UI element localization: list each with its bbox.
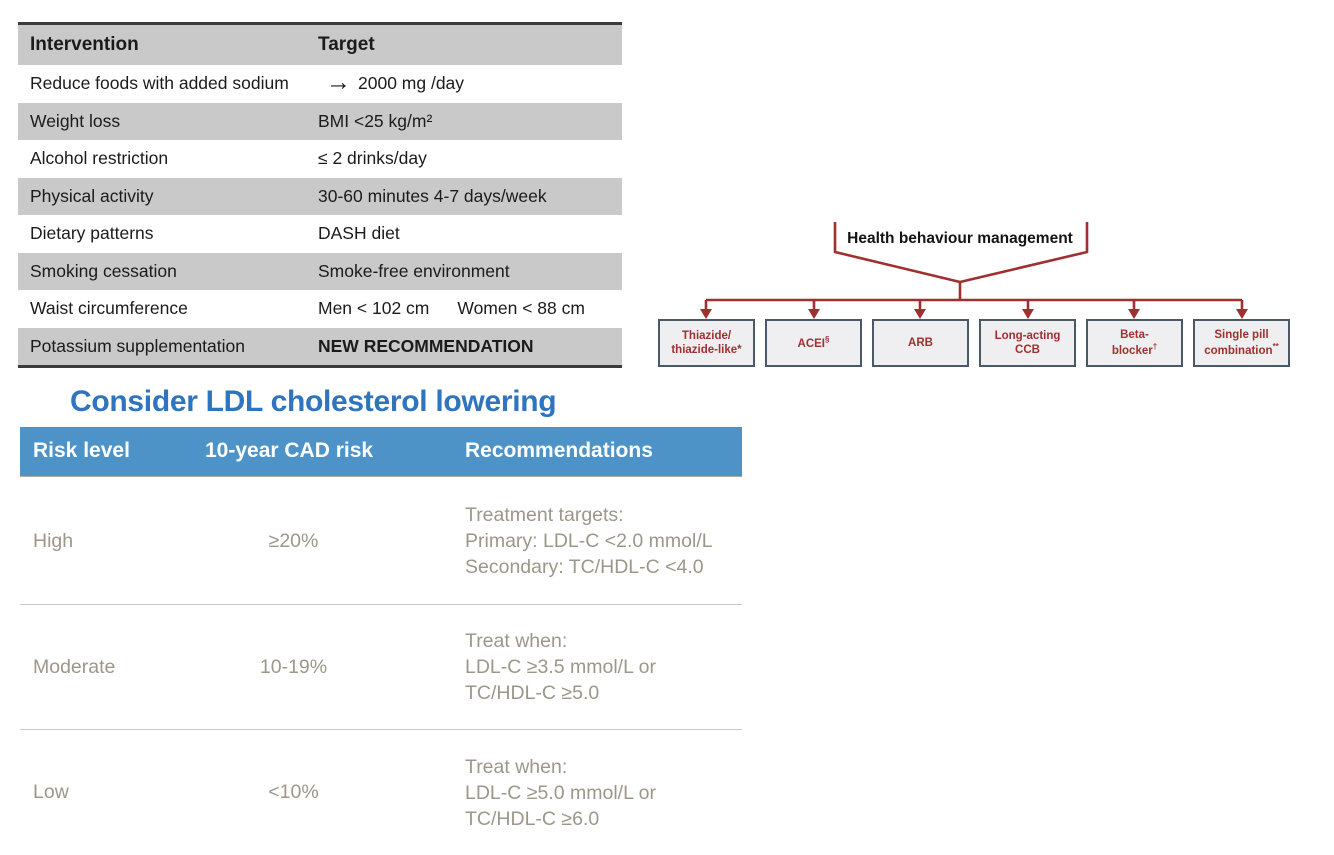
box-arb: ARB — [872, 319, 969, 367]
table-row-waist: Waist circumference Men < 102 cm Women <… — [18, 290, 622, 328]
recommendation-line: Treat when: — [465, 755, 568, 778]
ldl-row-low: Low <10% Treat when: LDL-C ≥5.0 mmol/L o… — [20, 729, 742, 855]
target-cell: ≤ 2 drinks/day — [318, 148, 427, 169]
recommendation-line: Treatment targets: — [465, 504, 624, 526]
ldl-table-header-row: Risk level 10-year CAD risk Recommendati… — [20, 427, 742, 477]
target-cell-new-recommendation: NEW RECOMMENDATION — [318, 335, 534, 356]
footnote-marker: § — [825, 334, 830, 344]
box-label-line: combination** — [1204, 342, 1279, 357]
table-row-weight-loss: Weight loss BMI <25 kg/m² — [18, 102, 622, 140]
table-row-physical-activity: Physical activity 30-60 minutes 4-7 days… — [18, 177, 622, 215]
target-column-header: Target — [318, 34, 375, 55]
cad-risk-cell: <10% — [268, 781, 319, 803]
bracket-funnel-line — [833, 222, 1089, 300]
intervention-cell: Potassium supplementation — [30, 335, 245, 356]
intervention-cell: Smoking cessation — [30, 260, 177, 281]
table-row-sodium: Reduce foods with added sodium → 2000 mg… — [18, 65, 622, 103]
intervention-column-header: Intervention — [30, 34, 139, 55]
intervention-cell: Physical activity — [30, 185, 154, 206]
box-label-line: ACEI§ — [797, 334, 830, 350]
recommendations-cell: Treatment targets: Primary: LDL-C <2.0 m… — [465, 502, 742, 580]
intervention-cell: Dietary patterns — [30, 223, 154, 244]
intervention-target-table: Intervention Target Reduce foods with ad… — [18, 22, 622, 368]
target-cell: Men < 102 cm Women < 88 cm — [318, 298, 622, 319]
drug-class-boxes: Thiazide/ thiazide-like* ACEI§ ARB Long-… — [658, 319, 1290, 367]
box-label-line: Single pill — [1214, 328, 1269, 341]
table-row-potassium: Potassium supplementation NEW RECOMMENDA… — [18, 327, 622, 365]
footnote-marker: ** — [1272, 342, 1279, 352]
recommendation-line: Secondary: TC/HDL-C <4.0 — [465, 556, 704, 578]
box-label-line: ARB — [908, 336, 933, 349]
right-arrow-icon: → — [326, 68, 351, 97]
box-label-line: Long-acting — [994, 329, 1061, 342]
arrow-stems — [704, 300, 1244, 310]
box-thiazide: Thiazide/ thiazide-like* — [658, 319, 755, 367]
target-cell: DASH diet — [318, 223, 400, 244]
cad-risk-header: 10-year CAD risk — [205, 439, 374, 462]
recommendations-cell: Treat when: LDL-C ≥3.5 mmol/L or TC/HDL-… — [465, 628, 742, 706]
risk-level-header: Risk level — [33, 439, 130, 462]
ldl-row-moderate: Moderate 10-19% Treat when: LDL-C ≥3.5 m… — [20, 604, 742, 729]
box-label-line: Thiazide/ — [681, 329, 732, 342]
table-row-smoking: Smoking cessation Smoke-free environment — [18, 252, 622, 290]
flowchart-connector-lines — [700, 222, 1248, 319]
box-single-pill-combination: Single pill combination** — [1193, 319, 1290, 367]
target-cell: BMI <25 kg/m² — [318, 110, 433, 131]
target-cell: Smoke-free environment — [318, 260, 510, 281]
intervention-cell: Reduce foods with added sodium — [30, 73, 289, 94]
intervention-cell: Weight loss — [30, 110, 121, 131]
box-label-line: thiazide-like* — [671, 344, 742, 356]
recommendation-line: LDL-C ≥3.5 mmol/L or — [465, 656, 656, 678]
cad-risk-cell: 10-19% — [259, 655, 328, 678]
recommendations-cell: Treat when: LDL-C ≥5.0 mmol/L or TC/HDL-… — [465, 754, 742, 832]
box-beta-blocker: Beta- blocker† — [1086, 319, 1183, 367]
pharmacotherapy-flowchart: Health behaviour management Thiazide/ th… — [650, 215, 1310, 375]
target-women: Women < 88 cm — [457, 298, 585, 319]
flowchart-title: Health behaviour management — [847, 230, 1073, 247]
cad-risk-cell: ≥20% — [268, 529, 319, 552]
box-label-line: blocker† — [1111, 342, 1158, 357]
box-long-acting-ccb: Long-acting CCB — [979, 319, 1076, 367]
risk-level-cell: High — [33, 529, 74, 552]
table-row-alcohol: Alcohol restriction ≤ 2 drinks/day — [18, 140, 622, 178]
footnote-marker: † — [1152, 342, 1158, 352]
intervention-cell: Alcohol restriction — [30, 148, 169, 169]
target-cell: → 2000 mg /day — [318, 70, 622, 97]
ldl-row-high: High ≥20% Treatment targets: Primary: LD… — [20, 478, 742, 604]
recommendation-line: Primary: LDL-C <2.0 mmol/L — [465, 530, 713, 552]
target-text: 2000 mg /day — [358, 73, 465, 94]
intervention-table-header-row: Intervention Target — [18, 25, 622, 65]
recommendation-line: TC/HDL-C ≥5.0 — [465, 682, 600, 704]
box-label-line: Beta- — [1120, 328, 1149, 341]
intervention-cell: Waist circumference — [30, 298, 188, 319]
box-label-line: CCB — [1015, 344, 1040, 356]
target-cell: 30-60 minutes 4-7 days/week — [318, 185, 547, 206]
table-row-dietary-patterns: Dietary patterns DASH diet — [18, 215, 622, 253]
recommendation-line: TC/HDL-C ≥6.0 — [465, 807, 600, 830]
ldl-cholesterol-section: Consider LDL cholesterol lowering Risk l… — [20, 385, 742, 855]
recommendation-line: LDL-C ≥5.0 mmol/L or — [465, 781, 656, 804]
section-title: Consider LDL cholesterol lowering — [70, 385, 557, 418]
risk-level-cell: Low — [33, 781, 69, 803]
arrowheads — [700, 309, 1248, 319]
recommendations-header: Recommendations — [465, 439, 653, 462]
risk-level-cell: Moderate — [33, 655, 116, 678]
ldl-table-body: High ≥20% Treatment targets: Primary: LD… — [20, 478, 742, 855]
recommendation-line: Treat when: — [465, 630, 568, 652]
box-acei: ACEI§ — [765, 319, 862, 367]
target-men: Men < 102 cm — [318, 298, 430, 319]
